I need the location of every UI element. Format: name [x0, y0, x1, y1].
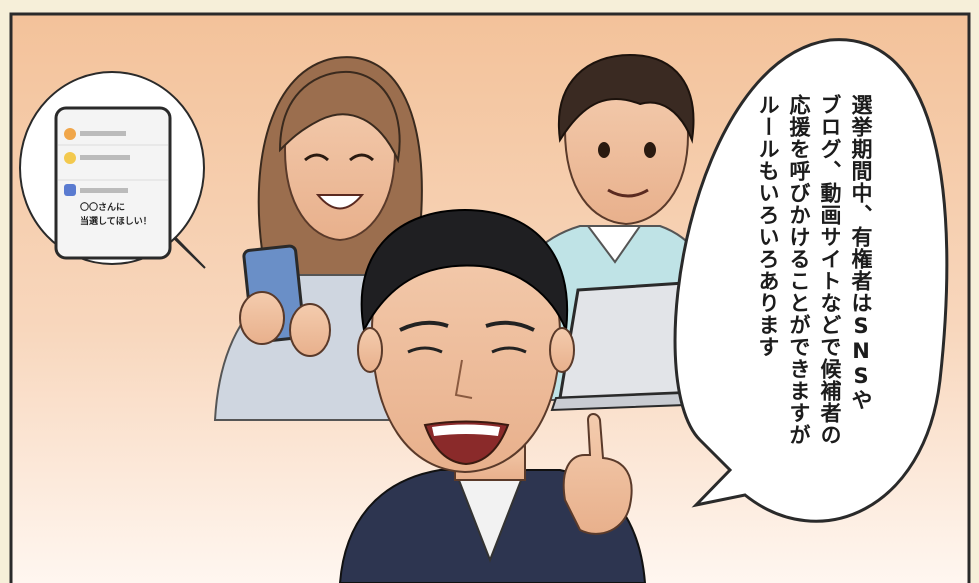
speech-bubble: [673, 38, 949, 523]
speech-line: 応援を呼びかけることができますが: [787, 94, 811, 446]
phone-post-text-2: 当選してほしい！: [80, 217, 152, 227]
speech-line: ブログ、動画サイトなどで候補者の: [818, 94, 842, 446]
narrator-man-figure: [338, 208, 647, 583]
pointing-hand: [562, 413, 633, 535]
phone-post-text-1: 〇〇さんに: [80, 203, 126, 213]
avatar-icon: [64, 184, 76, 196]
speech-line: 選挙期間中、有権者はSNSや: [849, 94, 873, 411]
speech-line: ルールもいろいろあります: [756, 94, 780, 358]
phone-bubble: [19, 71, 206, 269]
speech-bubble-text: 選挙期間中、有権者はSNSや ブログ、動画サイトなどで候補者の 応援を呼びかける…: [752, 94, 876, 446]
laptop-icon: [550, 280, 714, 412]
